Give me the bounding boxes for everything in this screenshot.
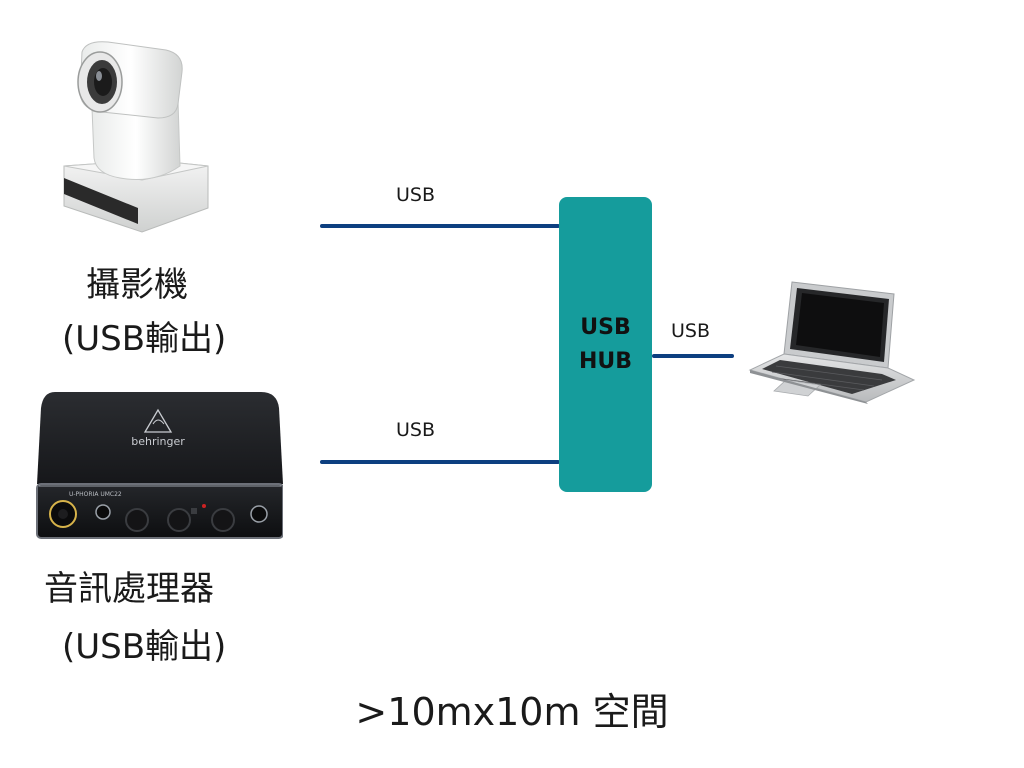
hub-label-line2: HUB xyxy=(578,348,633,374)
hub-label-line1: USB xyxy=(580,314,631,340)
usb-label-audio: USB xyxy=(396,419,436,441)
brand-text: behringer xyxy=(131,435,185,448)
usb-hub-box: USB HUB xyxy=(559,197,652,492)
wire-camera-to-hub xyxy=(320,224,560,228)
usb-label-laptop: USB xyxy=(671,320,711,342)
ptz-camera-icon xyxy=(63,41,209,233)
audio-interface-icon: behringer U-PHORIA UMC22 xyxy=(36,392,283,539)
wire-audio-to-hub xyxy=(320,460,560,464)
camera-label-line2: (USB輸出) xyxy=(62,319,227,359)
camera-label-line1: 攝影機 xyxy=(86,265,188,305)
footer-space-note: >10mx10m 空間 xyxy=(355,690,669,734)
audio-label-line1: 音訊處理器 xyxy=(44,569,214,609)
audio-label-line2: (USB輸出) xyxy=(62,627,227,667)
usb-label-camera: USB xyxy=(396,184,436,206)
laptop-icon xyxy=(748,281,916,404)
wire-hub-to-laptop xyxy=(652,354,734,358)
model-text: U-PHORIA UMC22 xyxy=(69,491,122,498)
